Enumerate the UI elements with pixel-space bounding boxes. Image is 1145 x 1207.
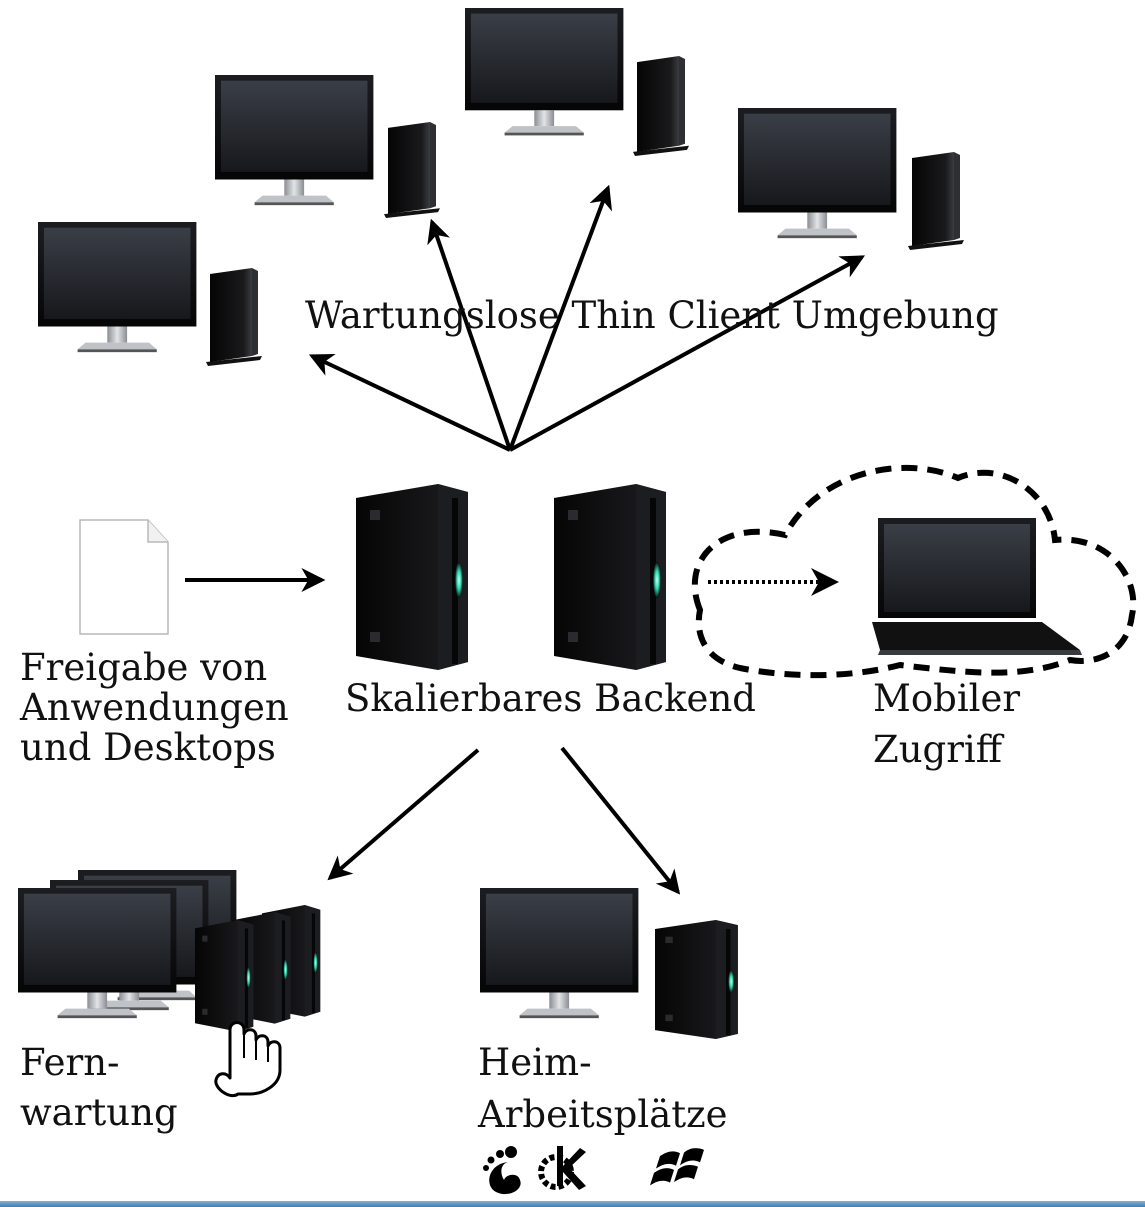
label-backend: Skalierbares Backend: [345, 677, 756, 720]
arrows-to-thin-clients: [308, 184, 866, 452]
home-workstation: [480, 888, 738, 1040]
laptop-icon: [872, 518, 1082, 655]
hand-pointer-icon: [214, 1021, 282, 1097]
remote-maintenance-cluster: [18, 870, 321, 1032]
thin-client-2: [215, 75, 440, 219]
gnome-logo-icon: [483, 1146, 521, 1195]
arrows-to-bottom: [327, 746, 681, 895]
label-mobile: Mobiler Zugriff: [873, 677, 1032, 771]
backend-server-2: [554, 484, 666, 670]
backend-server-1: [356, 484, 468, 670]
thin-client-3: [465, 8, 689, 156]
label-home: Heim- Arbeitsplätze: [477, 1041, 728, 1136]
label-thin-client: Wartungslose Thin Client Umgebung: [305, 294, 999, 337]
bottom-border-strip: [0, 1201, 1145, 1207]
thin-client-1: [38, 222, 262, 366]
label-remote: Fern- wartung: [20, 1041, 178, 1134]
kde-logo-icon: [538, 1146, 586, 1190]
thin-client-4: [738, 108, 964, 250]
document-icon: [79, 519, 169, 635]
cloud-outline: [692, 464, 1137, 679]
label-sharing: Freigabe von Anwendungen und Desktops: [19, 646, 300, 769]
windows-logo-icon: [650, 1148, 704, 1186]
